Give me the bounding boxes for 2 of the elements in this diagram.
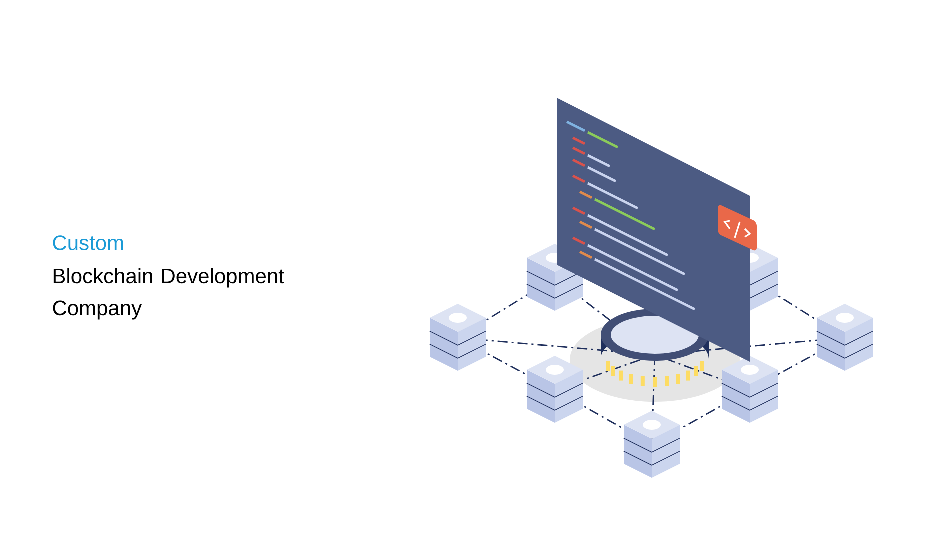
heading-text: Custom xyxy=(53,236,124,250)
heading-text: Blockchain Development Company xyxy=(53,268,284,320)
